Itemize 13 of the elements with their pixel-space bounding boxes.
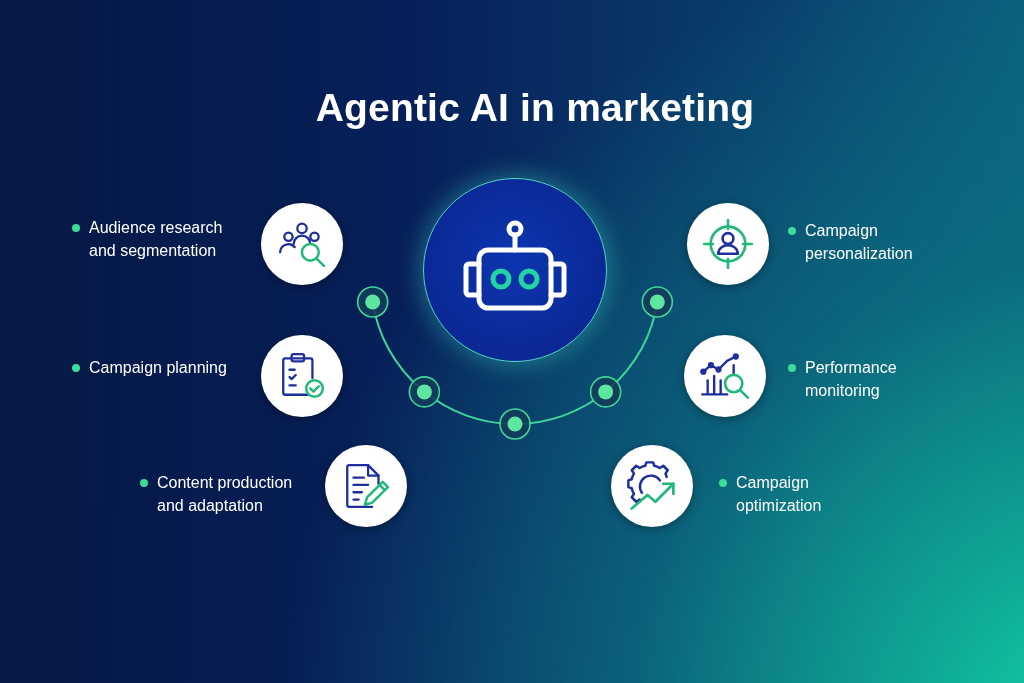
feature-label: Campaign planning <box>89 358 227 378</box>
icon-circle <box>687 203 769 285</box>
feature-label: Audience research and segmentation <box>89 218 224 261</box>
feature-label: Campaign personalization <box>805 221 914 264</box>
feature-label: Campaign optimization <box>736 473 823 516</box>
icon-circle <box>684 335 766 417</box>
icon-circle <box>325 445 407 527</box>
icon-circle <box>261 335 343 417</box>
hub-circle <box>423 178 607 362</box>
feature-label: Performance monitoring <box>805 358 898 401</box>
icon-circle <box>611 445 693 527</box>
feature-label: Content production and adaptation <box>157 473 294 516</box>
title: Agentic AI in marketing <box>315 85 755 131</box>
